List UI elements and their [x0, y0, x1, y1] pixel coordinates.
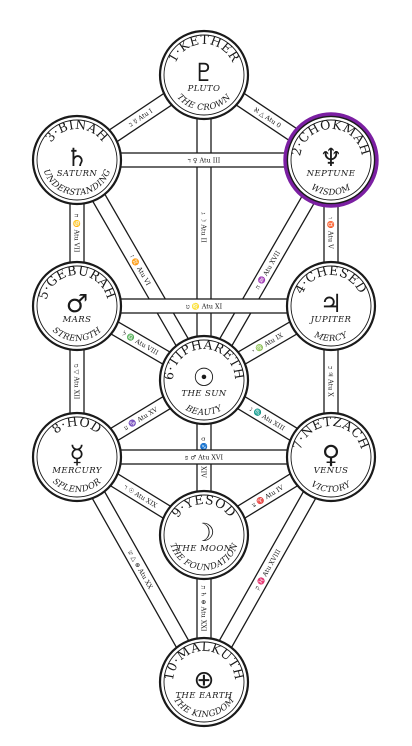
sephira-circle	[285, 411, 377, 503]
path-label: ח ♋ Atu VII	[73, 214, 81, 253]
sephira-inner-ring	[163, 34, 245, 116]
highlight-ring	[283, 112, 379, 208]
path-label: ו ♉ Atu V	[327, 217, 335, 249]
sephira-title: 8·HOD	[49, 414, 105, 437]
mars-icon: ♂	[66, 289, 88, 318]
sephira-inner-ring	[290, 265, 372, 347]
sephira-planet: THE SUN	[181, 389, 226, 399]
sephira-name: WISDOM	[309, 183, 352, 198]
sephira-planet: NEPTUNE	[306, 169, 356, 179]
pluto-icon: ♇	[193, 58, 215, 87]
sephira-inner-ring	[36, 119, 118, 201]
sephira-circle	[285, 260, 377, 352]
sephira-inner-ring	[36, 416, 118, 498]
sephira-inner-ring	[36, 265, 118, 347]
path-label: כ ♃ Atu X	[327, 366, 335, 397]
sephira-circle	[158, 334, 250, 426]
earth-icon: ⊕	[194, 665, 215, 694]
sephira-name: BEAUTY	[183, 403, 225, 418]
path-label: ד ♀ Atu III	[188, 156, 221, 164]
jupiter-icon: ♃	[320, 289, 342, 318]
moon-icon: ☽	[193, 518, 215, 547]
venus-icon: ♀	[322, 440, 340, 469]
sephira-name: MERCY	[312, 330, 350, 344]
sephira-inner-ring	[163, 339, 245, 421]
sephira-name: VICTORY	[309, 479, 354, 495]
sephira-circle	[285, 114, 377, 206]
sephira-planet: PLUTO	[187, 84, 221, 94]
saturn-icon: ♄	[66, 143, 88, 172]
sephira-circle	[158, 636, 250, 728]
sephira-planet: MARS	[62, 315, 92, 325]
sephira-inner-ring	[290, 119, 372, 201]
sephira-planet: THE MOON	[176, 544, 231, 554]
path-label: פ ♂ Atu XVI	[185, 453, 224, 461]
path-label: ת ♄ ⊕ Atu XXI	[200, 586, 208, 632]
sephira-circle	[158, 29, 250, 121]
mercury-icon: ☿	[69, 440, 84, 469]
sephira-circle	[31, 260, 123, 352]
sephira-planet: MERCURY	[51, 466, 103, 476]
sephira-inner-ring	[163, 494, 245, 576]
path-label: ג ☽ Atu II	[200, 212, 208, 243]
sun-icon: ☉	[193, 363, 215, 392]
sephira-planet: SATURN	[57, 169, 98, 179]
path-label: ט ♌ Atu XI	[186, 302, 223, 310]
path-label: מ ▽ Atu XII	[73, 364, 81, 400]
sephira-planet: JUPITER	[309, 315, 352, 325]
sephira-circle	[31, 411, 123, 503]
sephira-planet: VENUS	[314, 466, 349, 476]
sephira-circle	[31, 114, 123, 206]
neptune-icon: ♆	[320, 143, 342, 172]
sephira-planet: THE EARTH	[175, 691, 232, 701]
path-kether-tiphareth: ג ☽ Atu II	[196, 74, 212, 381]
sephira-inner-ring	[290, 416, 372, 498]
sephira-circle	[158, 489, 250, 581]
sephira-inner-ring	[163, 641, 245, 723]
